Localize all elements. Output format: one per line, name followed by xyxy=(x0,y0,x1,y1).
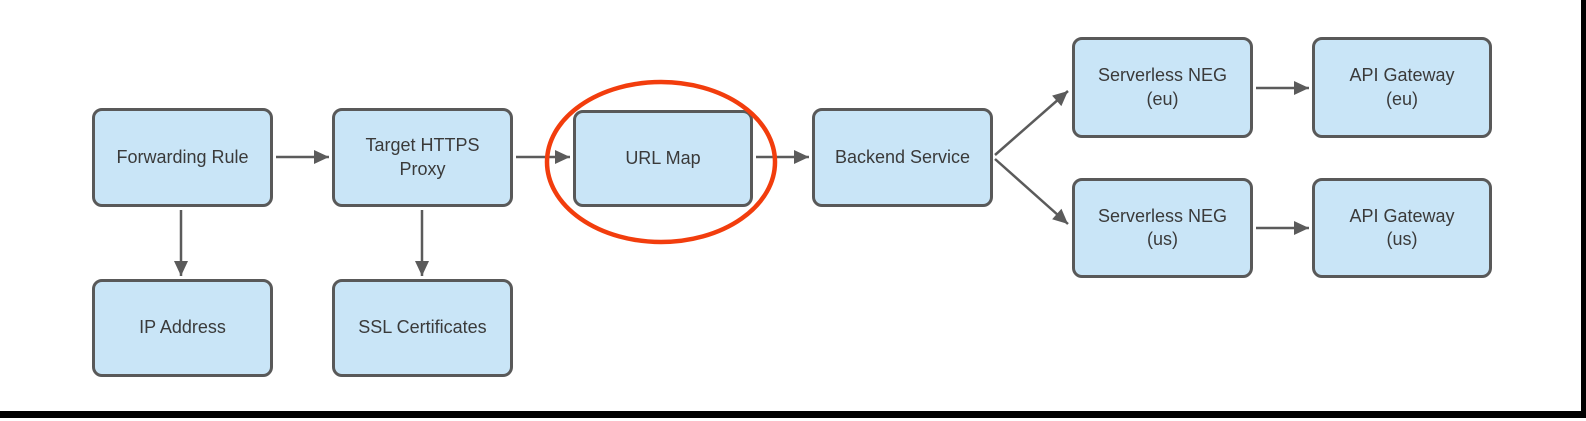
node-forwarding-rule-label: Forwarding Rule xyxy=(116,146,249,167)
node-serverless-neg-eu: Serverless NEG (eu) xyxy=(1072,37,1253,138)
arrow-backend-service-to-serverless-neg-eu xyxy=(994,90,1069,156)
node-backend-service-label: Backend Service xyxy=(834,146,971,167)
node-api-gateway-eu-label: API Gateway (eu) xyxy=(1349,65,1455,109)
node-target-https-proxy: Target HTTPS Proxy xyxy=(332,108,513,207)
node-ip-address-label: IP Address xyxy=(139,317,226,338)
node-target-https-proxy-label: Target HTTPS Proxy xyxy=(365,135,480,179)
node-serverless-neg-eu-label: Serverless NEG (eu) xyxy=(1097,65,1228,109)
node-ssl-certificates: SSL Certificates xyxy=(332,279,513,377)
node-api-gateway-eu: API Gateway (eu) xyxy=(1312,37,1492,138)
node-serverless-neg-us: Serverless NEG (us) xyxy=(1072,178,1253,278)
frame-bottom-border xyxy=(0,411,1586,418)
frame-right-border xyxy=(1581,0,1586,418)
node-serverless-neg-us-label: Serverless NEG (us) xyxy=(1097,205,1228,249)
node-forwarding-rule: Forwarding Rule xyxy=(92,108,273,207)
node-url-map: URL Map xyxy=(573,110,753,207)
node-ssl-certificates-label: SSL Certificates xyxy=(358,317,487,338)
node-api-gateway-us: API Gateway (us) xyxy=(1312,178,1492,278)
node-api-gateway-us-label: API Gateway (us) xyxy=(1349,205,1455,249)
node-url-map-label: URL Map xyxy=(625,147,701,168)
arrow-backend-service-to-serverless-neg-us xyxy=(994,158,1069,225)
node-backend-service: Backend Service xyxy=(812,108,993,207)
node-ip-address: IP Address xyxy=(92,279,273,377)
